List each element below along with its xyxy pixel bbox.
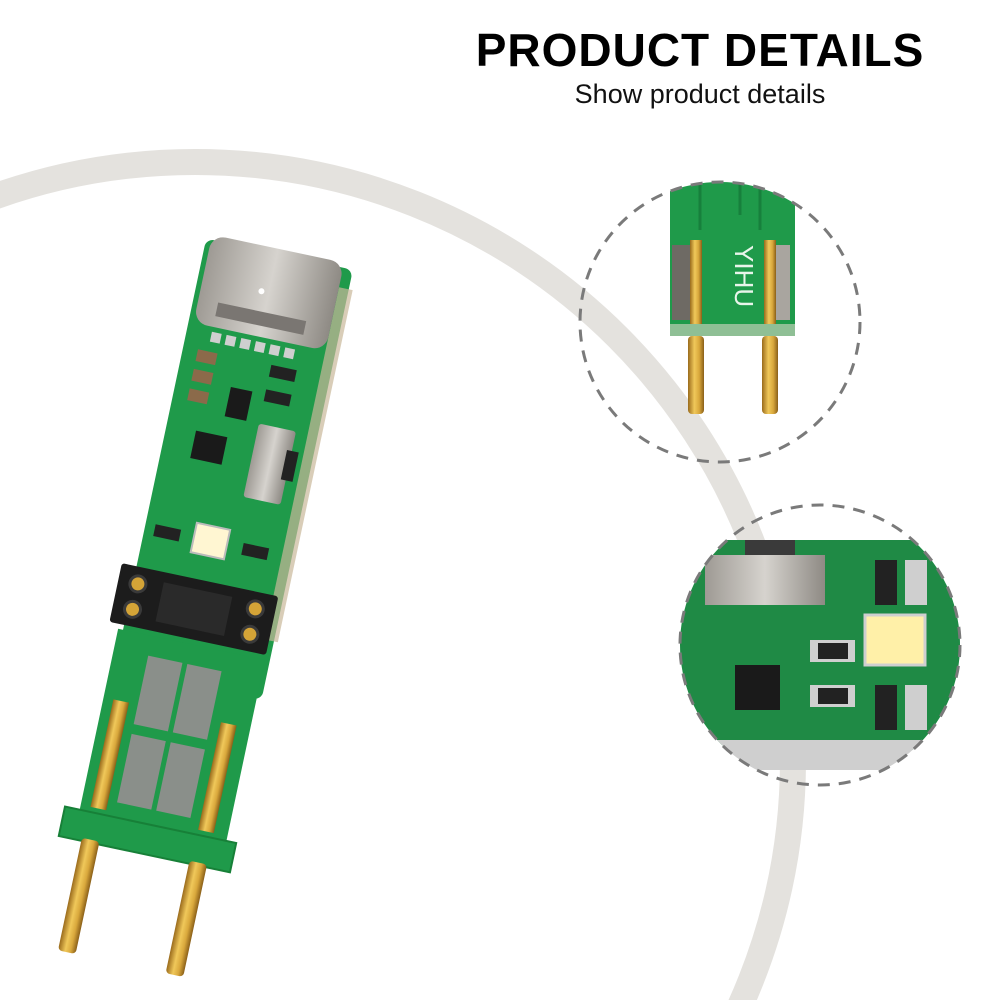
detail-circle-switch-led — [678, 503, 962, 787]
detail-circle-pins: YIHU — [578, 180, 862, 464]
gold-pins — [58, 838, 207, 977]
four-pin-socket — [109, 563, 278, 655]
usb-c-connector-icon — [196, 237, 342, 349]
header: PRODUCT DETAILS Show product details — [420, 24, 980, 110]
page-subtitle: Show product details — [574, 79, 826, 109]
main-pcb-image — [57, 237, 353, 977]
smd-components — [153, 349, 299, 561]
silkscreen-text: YIHU — [729, 245, 759, 307]
page-title: PRODUCT DETAILS — [475, 24, 925, 76]
